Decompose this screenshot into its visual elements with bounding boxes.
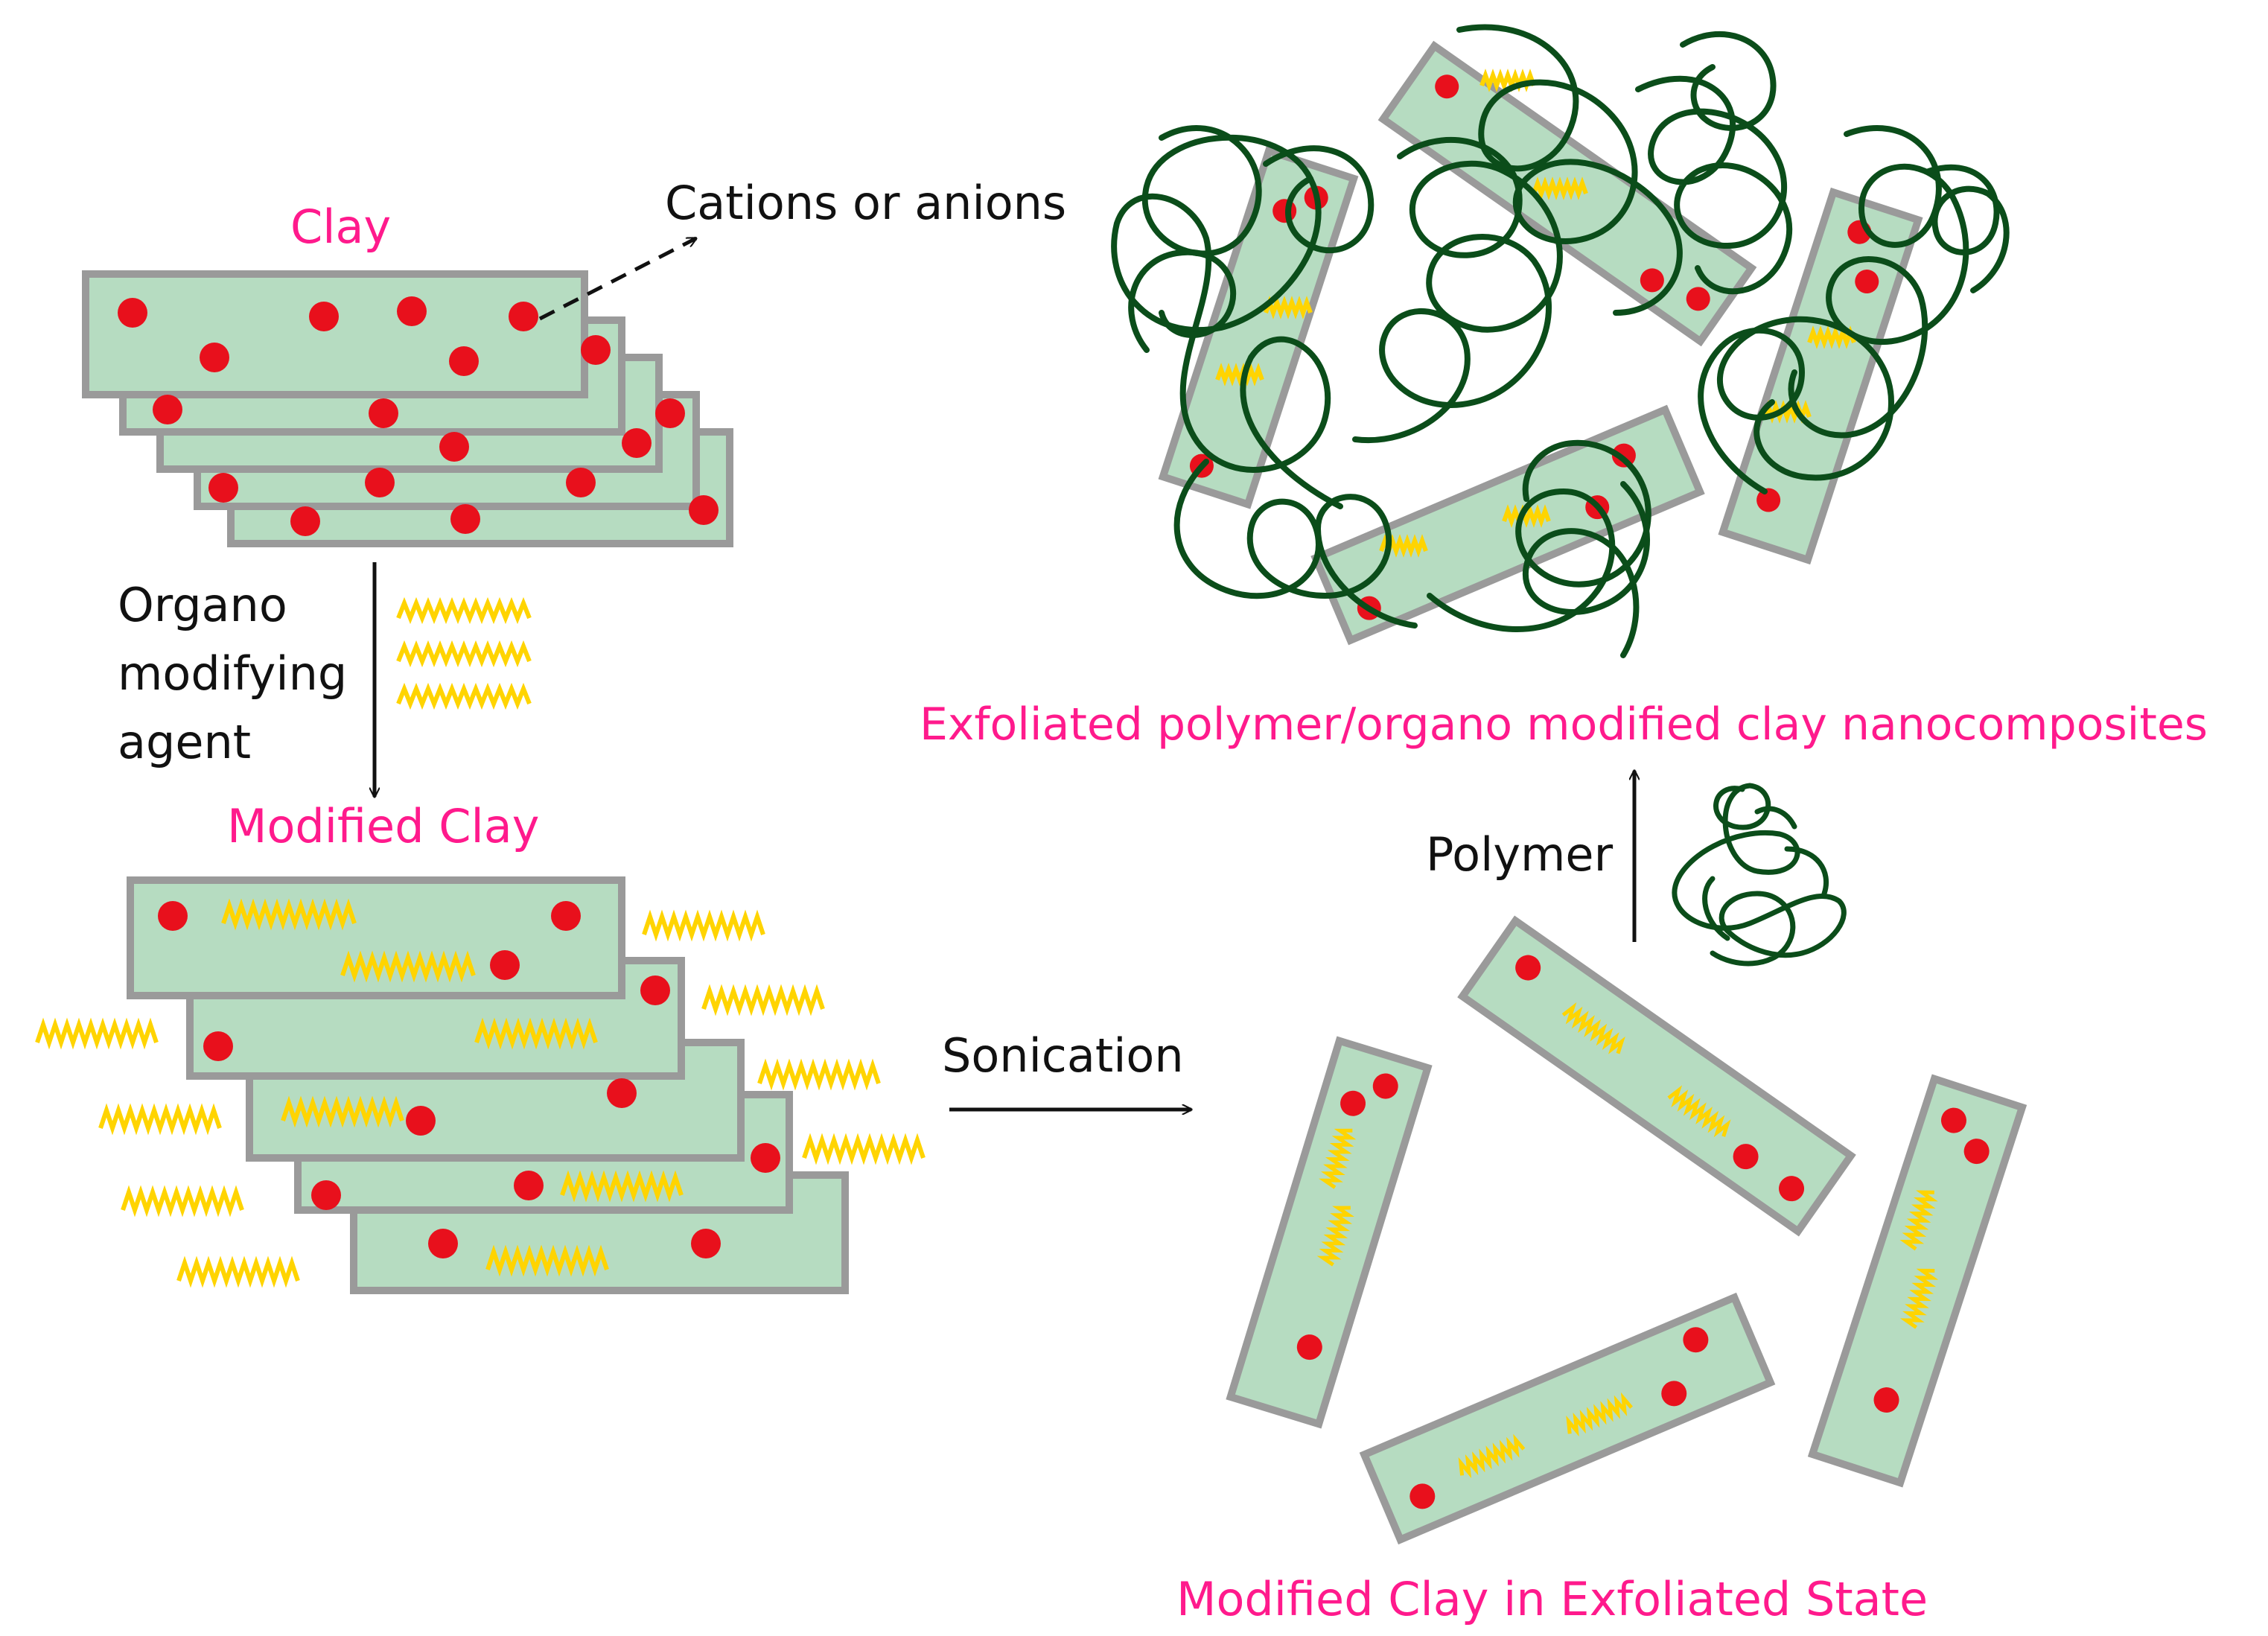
polymer-label: Polymer xyxy=(1426,827,1614,882)
cation-pointer-arrow xyxy=(538,236,696,321)
exfoliated-platelet xyxy=(1457,915,1856,1237)
clay-label: Clay xyxy=(290,200,392,254)
cation-group xyxy=(118,296,719,536)
nanocomposite-platelet xyxy=(1718,187,1923,565)
exfoliated-platelet xyxy=(1359,1292,1776,1545)
cations-label: Cations or anions xyxy=(665,176,1067,230)
polymer-chains xyxy=(1111,24,2010,658)
nanocomposite-platelet xyxy=(1377,40,1757,347)
modified-clay-stack xyxy=(35,876,926,1294)
exfoliated-platelet xyxy=(1226,1036,1433,1429)
clay-platelet xyxy=(82,270,588,398)
exfoliated-platelets xyxy=(1226,915,2027,1545)
polymer-coil-icon xyxy=(1672,783,1847,967)
clay-stack xyxy=(82,270,733,547)
exfoliated-platelet xyxy=(1807,1074,2027,1488)
organo-label-line: Organo xyxy=(118,578,287,632)
modifying-agent-icon xyxy=(396,596,532,710)
exfoliated-state-label: Modified Clay in Exfoliated State xyxy=(1176,1572,1928,1626)
nanocomposite-label: Exfoliated polymer/organo modified clay … xyxy=(920,698,2208,751)
nanocomposite xyxy=(1111,24,2010,658)
modifier-chains xyxy=(35,898,926,1288)
sonication-label: Sonication xyxy=(942,1028,1184,1083)
cation-group xyxy=(158,901,780,1258)
modified-clay-platelet xyxy=(127,876,625,999)
organo-label-line: agent xyxy=(118,715,252,769)
organo-label-line: modifying xyxy=(118,646,348,701)
modified-clay-label: Modified Clay xyxy=(227,799,540,853)
nanocomposite-platelet xyxy=(1310,404,1705,646)
